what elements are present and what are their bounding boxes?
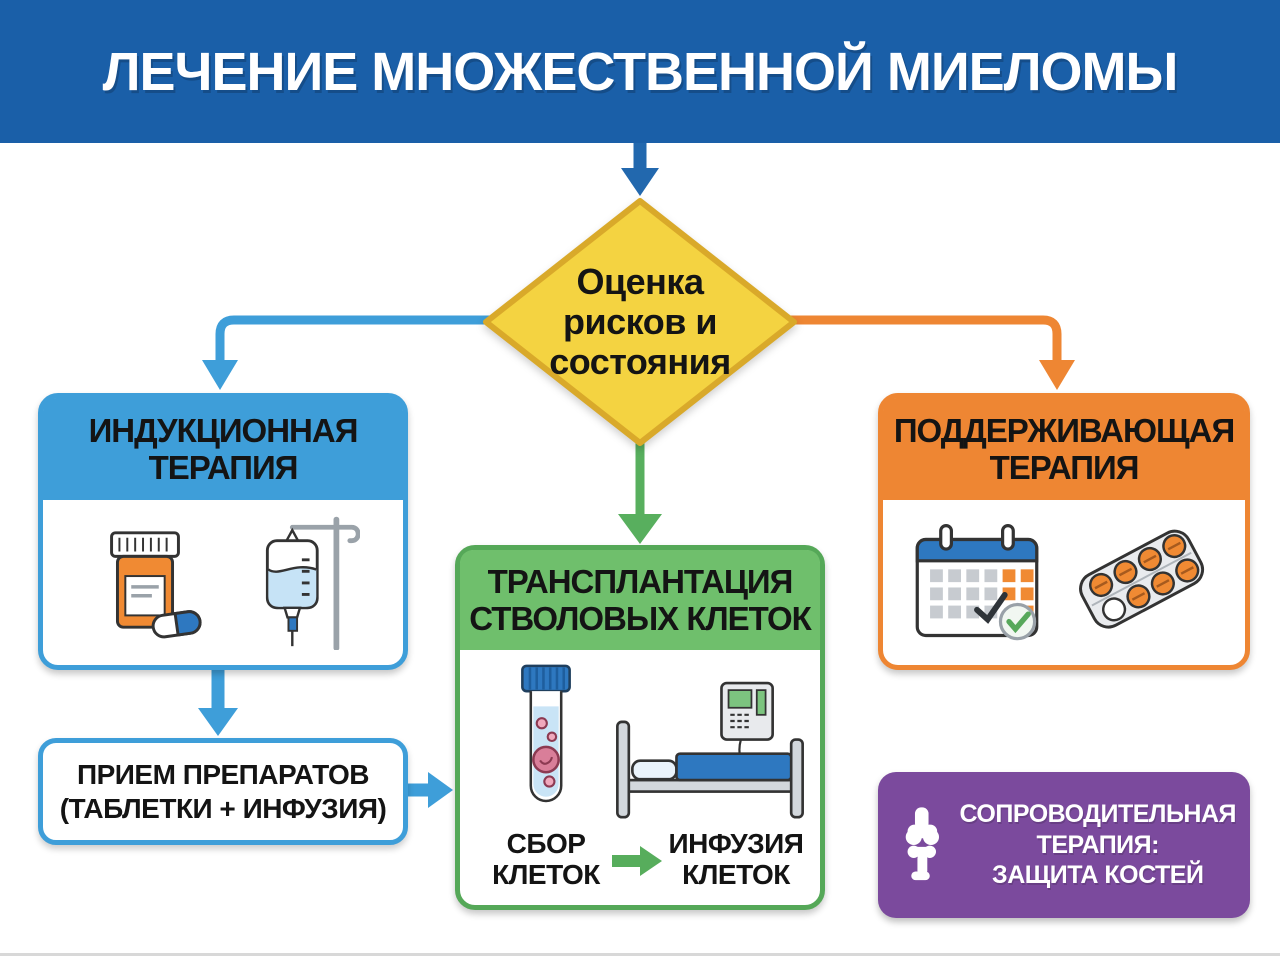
supportive-label: СОПРОВОДИТЕЛЬНАЯ ТЕРАПИЯ: ЗАЩИТА КОСТЕЙ [959, 800, 1237, 890]
test-tube-icon [521, 664, 571, 803]
induction-therapy-box: ИНДУКЦИОННАЯ ТЕРАПИЯ [38, 393, 408, 670]
pill-bottle-icon [110, 531, 202, 639]
flow-arrow-decision-to-induction [202, 315, 494, 390]
supportive-therapy-box: СОПРОВОДИТЕЛЬНАЯ ТЕРАПИЯ: ЗАЩИТА КОСТЕЙ [878, 772, 1250, 918]
induction-icons [43, 500, 403, 660]
transplant-box: ТРАНСПЛАНТАЦИЯ СТВОЛОВЫХ КЛЕТОК [455, 545, 825, 910]
diamond-shape-icon [483, 198, 797, 446]
calendar-check-icon [915, 524, 1039, 641]
induction-title: ИНДУКЦИОННАЯ ТЕРАПИЯ [43, 398, 403, 500]
step-infusion-label: ИНФУЗИЯ КЛЕТОК [668, 828, 804, 891]
pill-blister-icon [1079, 529, 1205, 629]
medication-box: ПРИЕМ ПРЕПАРАТОВ (ТАБЛЕТКИ + ИНФУЗИЯ) [38, 738, 408, 845]
flow-arrow-medication-to-transplant [404, 772, 453, 808]
flow-arrow-induction-to-medication [198, 664, 238, 736]
bone-joint-icon [905, 807, 940, 881]
decision-label: Оценка рисков и состояния [549, 260, 731, 383]
maintenance-therapy-box: ПОДДЕРЖИВАЮЩАЯ ТЕРАПИЯ [878, 393, 1250, 670]
iv-drip-icon [265, 516, 360, 650]
maintenance-icons [883, 500, 1245, 660]
bottom-edge-line [0, 953, 1280, 956]
maintenance-title: ПОДДЕРЖИВАЮЩАЯ ТЕРАПИЯ [883, 398, 1245, 500]
flow-arrow-decision-to-transplant [618, 440, 662, 544]
hospital-bed-icon [616, 681, 804, 819]
transplant-title: ТРАНСПЛАНТАЦИЯ СТВОЛОВЫХ КЛЕТОК [460, 550, 820, 650]
flow-arrow-header-to-decision [621, 138, 659, 196]
decision-diamond: Оценка рисков и состояния [480, 196, 800, 448]
transplant-body: СБОР КЛЕТОК ИНФУЗИЯ КЛЕТОК [460, 650, 820, 900]
flow-arrow-decision-to-maintenance [786, 315, 1075, 390]
page-title: ЛЕЧЕНИЕ МНОЖЕСТВЕННОЙ МИЕЛОМЫ [102, 41, 1179, 102]
step-collect-label: СБОР КЛЕТОК [492, 828, 600, 891]
header-bar: ЛЕЧЕНИЕ МНОЖЕСТВЕННОЙ МИЕЛОМЫ [0, 0, 1280, 143]
medication-label: ПРИЕМ ПРЕПАРАТОВ (ТАБЛЕТКИ + ИНФУЗИЯ) [59, 759, 387, 824]
step-arrow-icon [612, 846, 662, 876]
